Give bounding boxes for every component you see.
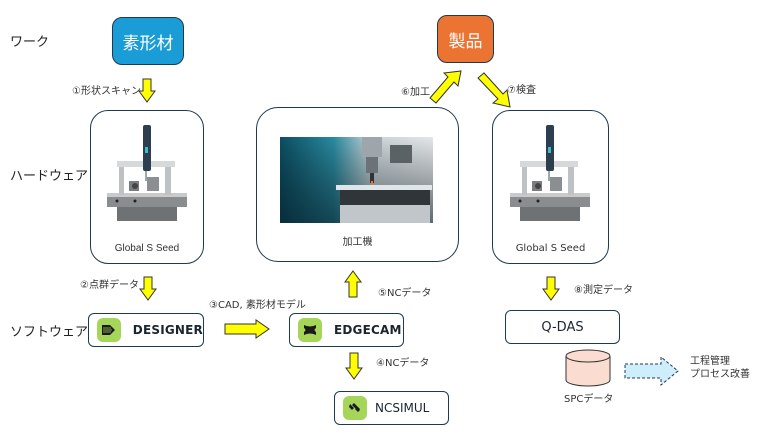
step-2-label: ②点群データ xyxy=(80,280,139,291)
edgecam-logo-icon xyxy=(298,318,322,342)
arrow-down-scan xyxy=(138,78,156,103)
cnc-machining-image xyxy=(280,137,433,223)
outcome-arrow-icon xyxy=(624,355,679,387)
step-6-label: ⑥加工 xyxy=(401,87,430,98)
raw-material-box: 素形材 xyxy=(112,17,184,65)
row-label-hardware: ハードウェア xyxy=(10,169,89,184)
arrow-down-pointcloud xyxy=(139,276,157,301)
outcome-text: 工程管理 プロセス改善 xyxy=(690,355,750,381)
step-1-label: ①形状スキャン xyxy=(72,86,141,97)
ncsimul-logo-icon xyxy=(343,396,367,420)
cmm-right-caption: Global S Seed xyxy=(515,243,586,254)
step-3-label: ③CAD, 素形材モデル xyxy=(209,300,306,311)
step-4-label: ④NCデータ xyxy=(376,358,430,369)
spc-data-label: SPCデータ xyxy=(564,394,614,405)
raw-material-label: 素形材 xyxy=(122,33,174,54)
outcome-line1: 工程管理 xyxy=(690,356,730,367)
cmm-right-box: Global S Seed xyxy=(492,110,609,264)
step-8-label: ⑧測定データ xyxy=(574,285,633,296)
machine-tool-caption: 加工機 xyxy=(342,237,373,248)
step-5-label: ⑤NCデータ xyxy=(378,288,432,299)
row-label-work: ワーク xyxy=(10,35,50,50)
cmm-machine-image xyxy=(510,125,590,221)
cmm-machine-image xyxy=(107,125,187,221)
machine-tool-box: 加工機 xyxy=(256,107,459,262)
step-7-label: ⑦検査 xyxy=(507,85,536,96)
arrow-up-nc xyxy=(344,270,362,298)
arrow-up-process xyxy=(429,70,462,104)
edgecam-label: EDGECAM xyxy=(334,323,402,337)
qdas-label: Q-DAS xyxy=(541,319,584,335)
designer-logo-icon xyxy=(97,318,121,342)
product-box: 製品 xyxy=(437,15,494,63)
spc-database-icon xyxy=(565,349,611,387)
ncsimul-label: NCSIMUL xyxy=(375,401,430,415)
cmm-left-box: Global S Seed xyxy=(90,110,204,264)
product-label: 製品 xyxy=(448,31,483,52)
edgecam-box: EDGECAM xyxy=(289,313,404,347)
outcome-line2: プロセス改善 xyxy=(690,369,750,380)
arrow-right-cad xyxy=(224,319,270,339)
qdas-box: Q-DAS xyxy=(505,310,620,344)
arrow-down-inspect xyxy=(477,72,511,108)
arrow-down-nc xyxy=(345,352,363,380)
ncsimul-box: NCSIMUL xyxy=(334,391,449,425)
designer-label: DESIGNER xyxy=(132,323,203,337)
row-label-software: ソフトウェア xyxy=(10,325,89,340)
cmm-left-caption: Global S Seed xyxy=(114,243,180,254)
arrow-down-measure xyxy=(542,276,560,301)
designer-box: DESIGNER xyxy=(88,313,204,347)
